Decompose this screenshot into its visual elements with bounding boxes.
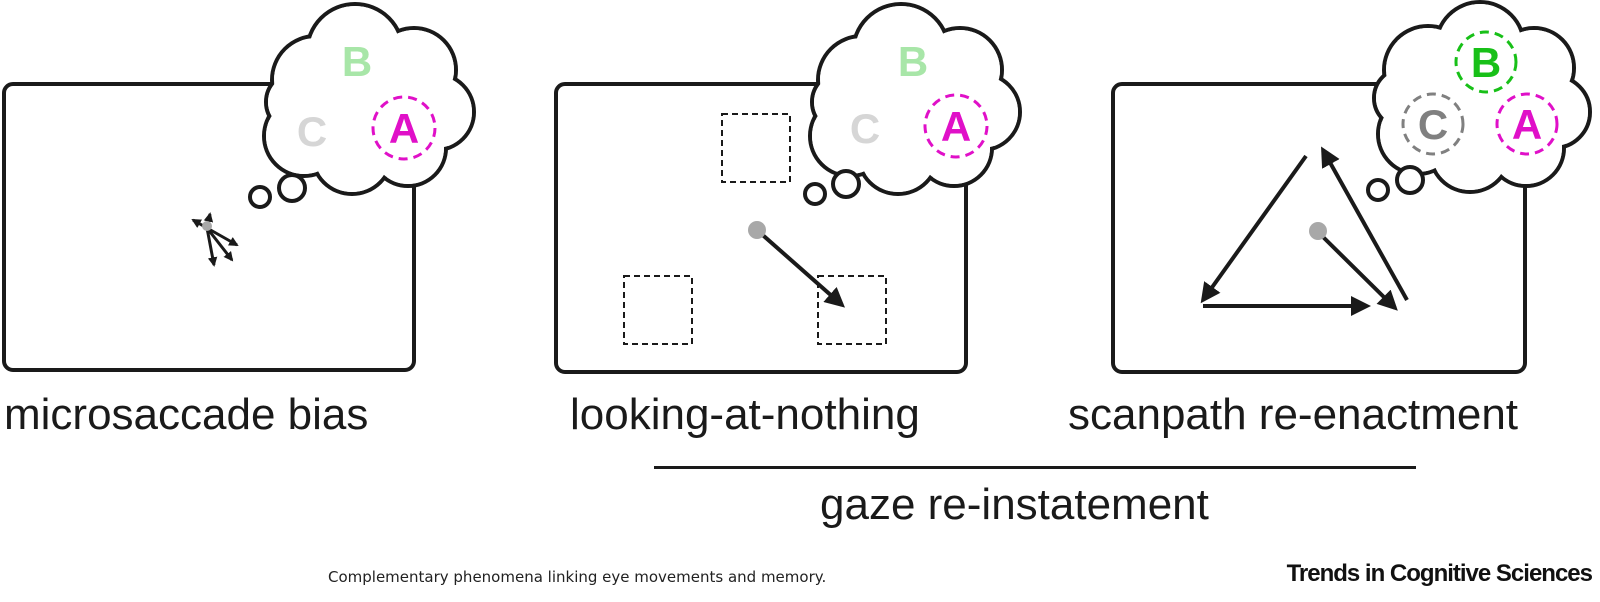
scanpath-segment-2 <box>1321 146 1409 301</box>
fixation-point-1 <box>202 221 212 231</box>
memory-item-a-1: A <box>389 105 419 152</box>
thought-dot-large-2 <box>831 169 861 199</box>
memory-item-c-3: C <box>1418 101 1448 148</box>
panel-scanpath: B C A <box>1111 0 1592 374</box>
panel-looking-at-nothing: B C A <box>554 2 1022 374</box>
memory-highlight-a-2 <box>923 93 989 159</box>
memory-item-c-1: C <box>297 108 327 155</box>
memory-item-a-3: A <box>1512 101 1542 148</box>
group-label-gaze-reinstatement: gaze re-instatement <box>820 480 1209 529</box>
thought-bubble-3: B C A <box>1366 0 1592 202</box>
empty-location-right <box>817 275 887 345</box>
panel-microsaccade: B C A <box>2 2 476 372</box>
memory-highlight-c-3 <box>1401 92 1465 156</box>
thought-bubble-2: B C A <box>803 2 1022 206</box>
panel-label-microsaccade-bias: microsaccade bias <box>4 390 369 439</box>
thought-dot-large-1 <box>277 173 307 203</box>
thought-dot-small-1 <box>248 185 272 209</box>
empty-location-top <box>721 113 791 183</box>
gaze-arrow-to-location <box>755 228 845 308</box>
microsaccade-arrows <box>191 212 239 267</box>
panel-label-looking-at-nothing: looking-at-nothing <box>570 390 920 439</box>
scanpath-segment-3 <box>1200 154 1308 304</box>
scanpath-segment-1 <box>1316 230 1398 311</box>
fixation-point-2 <box>748 221 766 239</box>
journal-logo: Trends in Cognitive Sciences <box>1286 560 1593 587</box>
memory-item-b-2: B <box>898 38 928 85</box>
memory-highlight-a-3 <box>1495 92 1559 156</box>
fixation-point-3 <box>1309 222 1327 240</box>
figure-caption: Complementary phenomena linking eye move… <box>328 568 827 586</box>
scanpath-arrows <box>1200 146 1409 316</box>
memory-highlight-a-1 <box>371 95 437 161</box>
thought-bubble-1: B C A <box>248 2 476 209</box>
memory-item-a-2: A <box>941 103 971 150</box>
memory-item-b-3: B <box>1471 39 1501 86</box>
thought-dot-small-3 <box>1366 178 1390 202</box>
empty-location-left <box>623 275 693 345</box>
group-bracket-line <box>654 466 1416 469</box>
memory-highlight-b-3 <box>1454 30 1518 94</box>
thought-dot-small-2 <box>803 182 827 206</box>
thought-dot-large-3 <box>1395 165 1425 195</box>
memory-item-c-2: C <box>850 105 880 152</box>
panel-label-scanpath-re-enactment: scanpath re-enactment <box>1068 390 1519 439</box>
memory-item-b-1: B <box>342 38 372 85</box>
